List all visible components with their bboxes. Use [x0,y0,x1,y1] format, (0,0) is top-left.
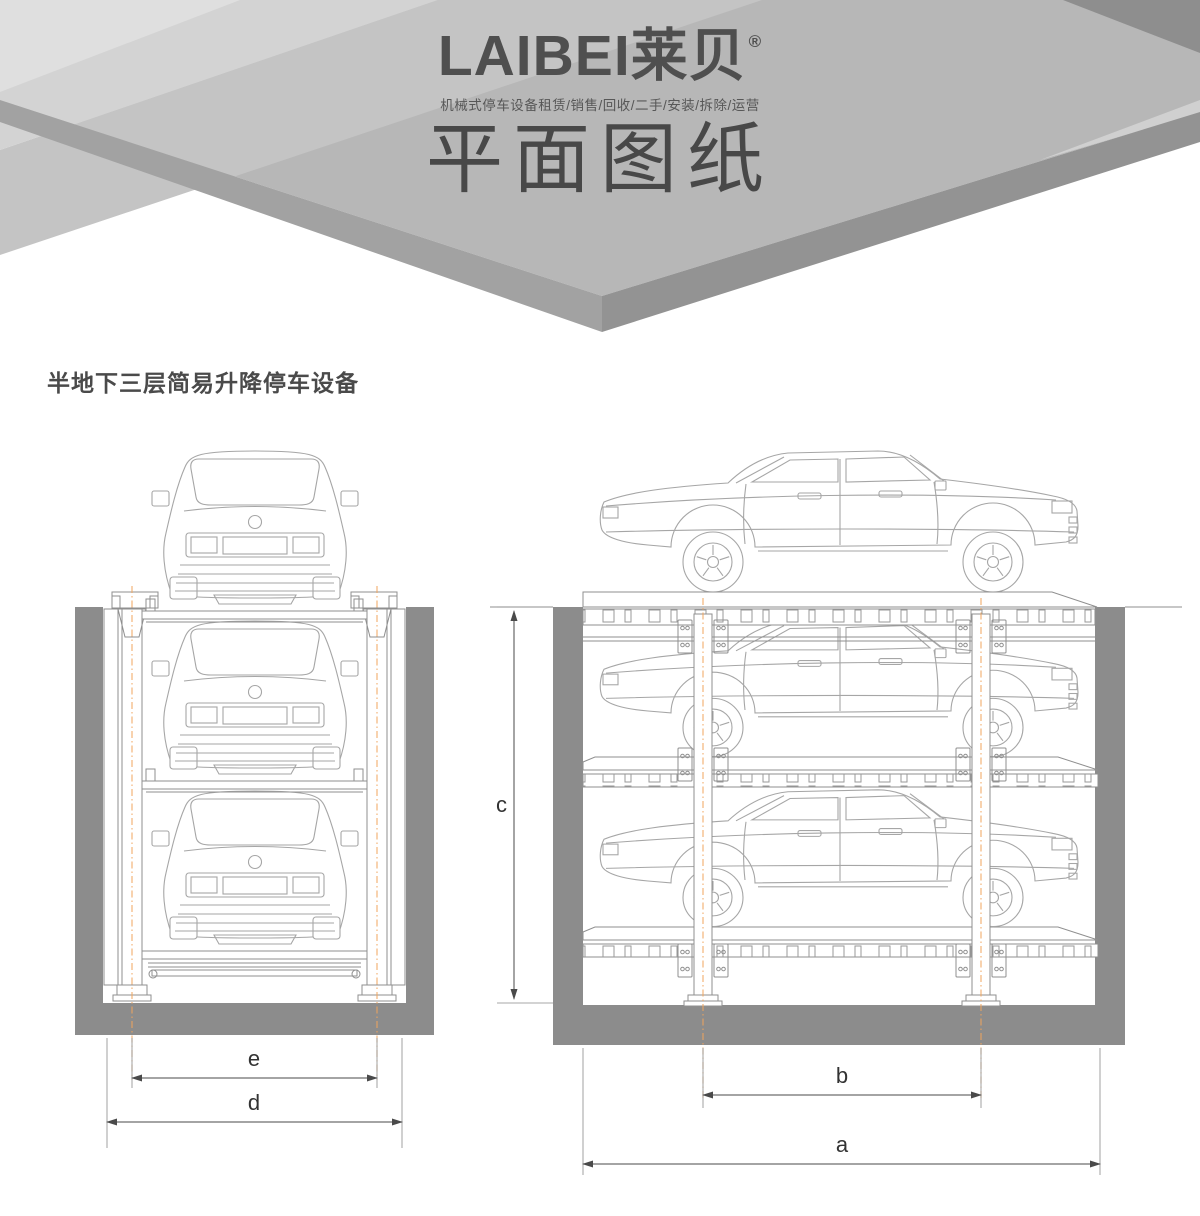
dim-label-d: d [248,1090,260,1115]
car-side-top [600,451,1078,592]
banner-face-wedge [0,0,762,255]
front-platform-top [141,598,368,623]
dim-label-e: e [248,1046,260,1071]
front-platform-bottom [141,950,368,979]
car-side-bottom [600,790,1078,927]
technical-drawings: e d [0,430,1200,1211]
banner-bevel-left [0,100,602,332]
car-front-bottom [151,790,359,945]
banner: LAIBEI莱贝® 机械式停车设备租赁/销售/回收/二手/安装/拆除/运营 平面… [0,0,1200,345]
dimension-c: c [496,606,553,1004]
side-platform-top [582,591,1098,642]
dimension-d: d [106,1038,403,1148]
side-platform-middle [582,756,1099,788]
car-front-middle [151,620,359,775]
side-platform-bottom [582,926,1099,958]
dim-label-b: b [836,1063,848,1088]
banner-graphic [0,0,1200,332]
dim-label-a: a [836,1132,849,1157]
front-rail-right [390,608,406,986]
front-rail-left [103,608,119,986]
drawings-canvas: e d [75,450,1182,1175]
banner-bevel-right [602,112,1200,332]
dimension-e: e [131,1038,378,1088]
dim-label-c: c [496,792,507,817]
banner-face-lightest [0,0,240,92]
section-subtitle: 半地下三层简易升降停车设备 [47,370,359,396]
side-view-drawing: c b a [490,451,1182,1175]
banner-face-right-light [1040,100,1200,160]
banner-corner-dark [1063,0,1200,53]
dimension-a: a [582,1048,1101,1175]
front-platform-middle [141,768,368,793]
car-front-top [151,450,359,605]
dimension-b: b [702,1048,982,1108]
front-view-drawing: e d [75,450,434,1148]
